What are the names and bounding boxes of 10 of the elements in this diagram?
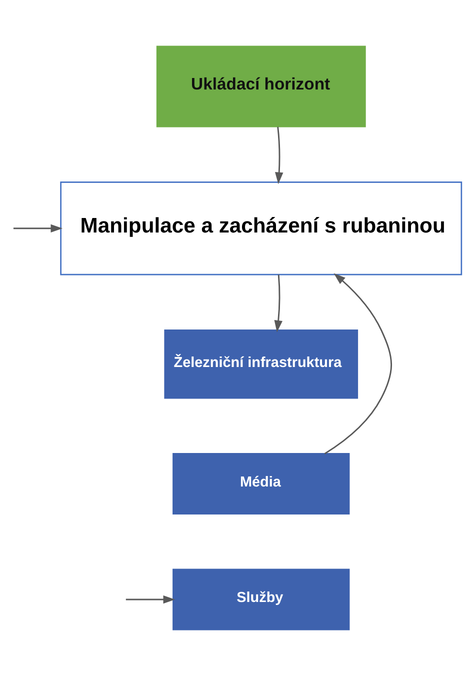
node-box: Manipulace a zacházení s rubaninou: [60, 181, 462, 275]
node-box: Ukládací horizont: [156, 45, 366, 127]
arrow: [126, 594, 176, 604]
node-box: Média: [172, 452, 350, 514]
arrow: [274, 274, 282, 332]
node-box: Železniční infrastruktura: [164, 329, 358, 398]
arrow: [324, 272, 392, 454]
arrow: [275, 126, 284, 184]
node-box: Služby: [172, 568, 350, 630]
arrow: [13, 224, 63, 232]
